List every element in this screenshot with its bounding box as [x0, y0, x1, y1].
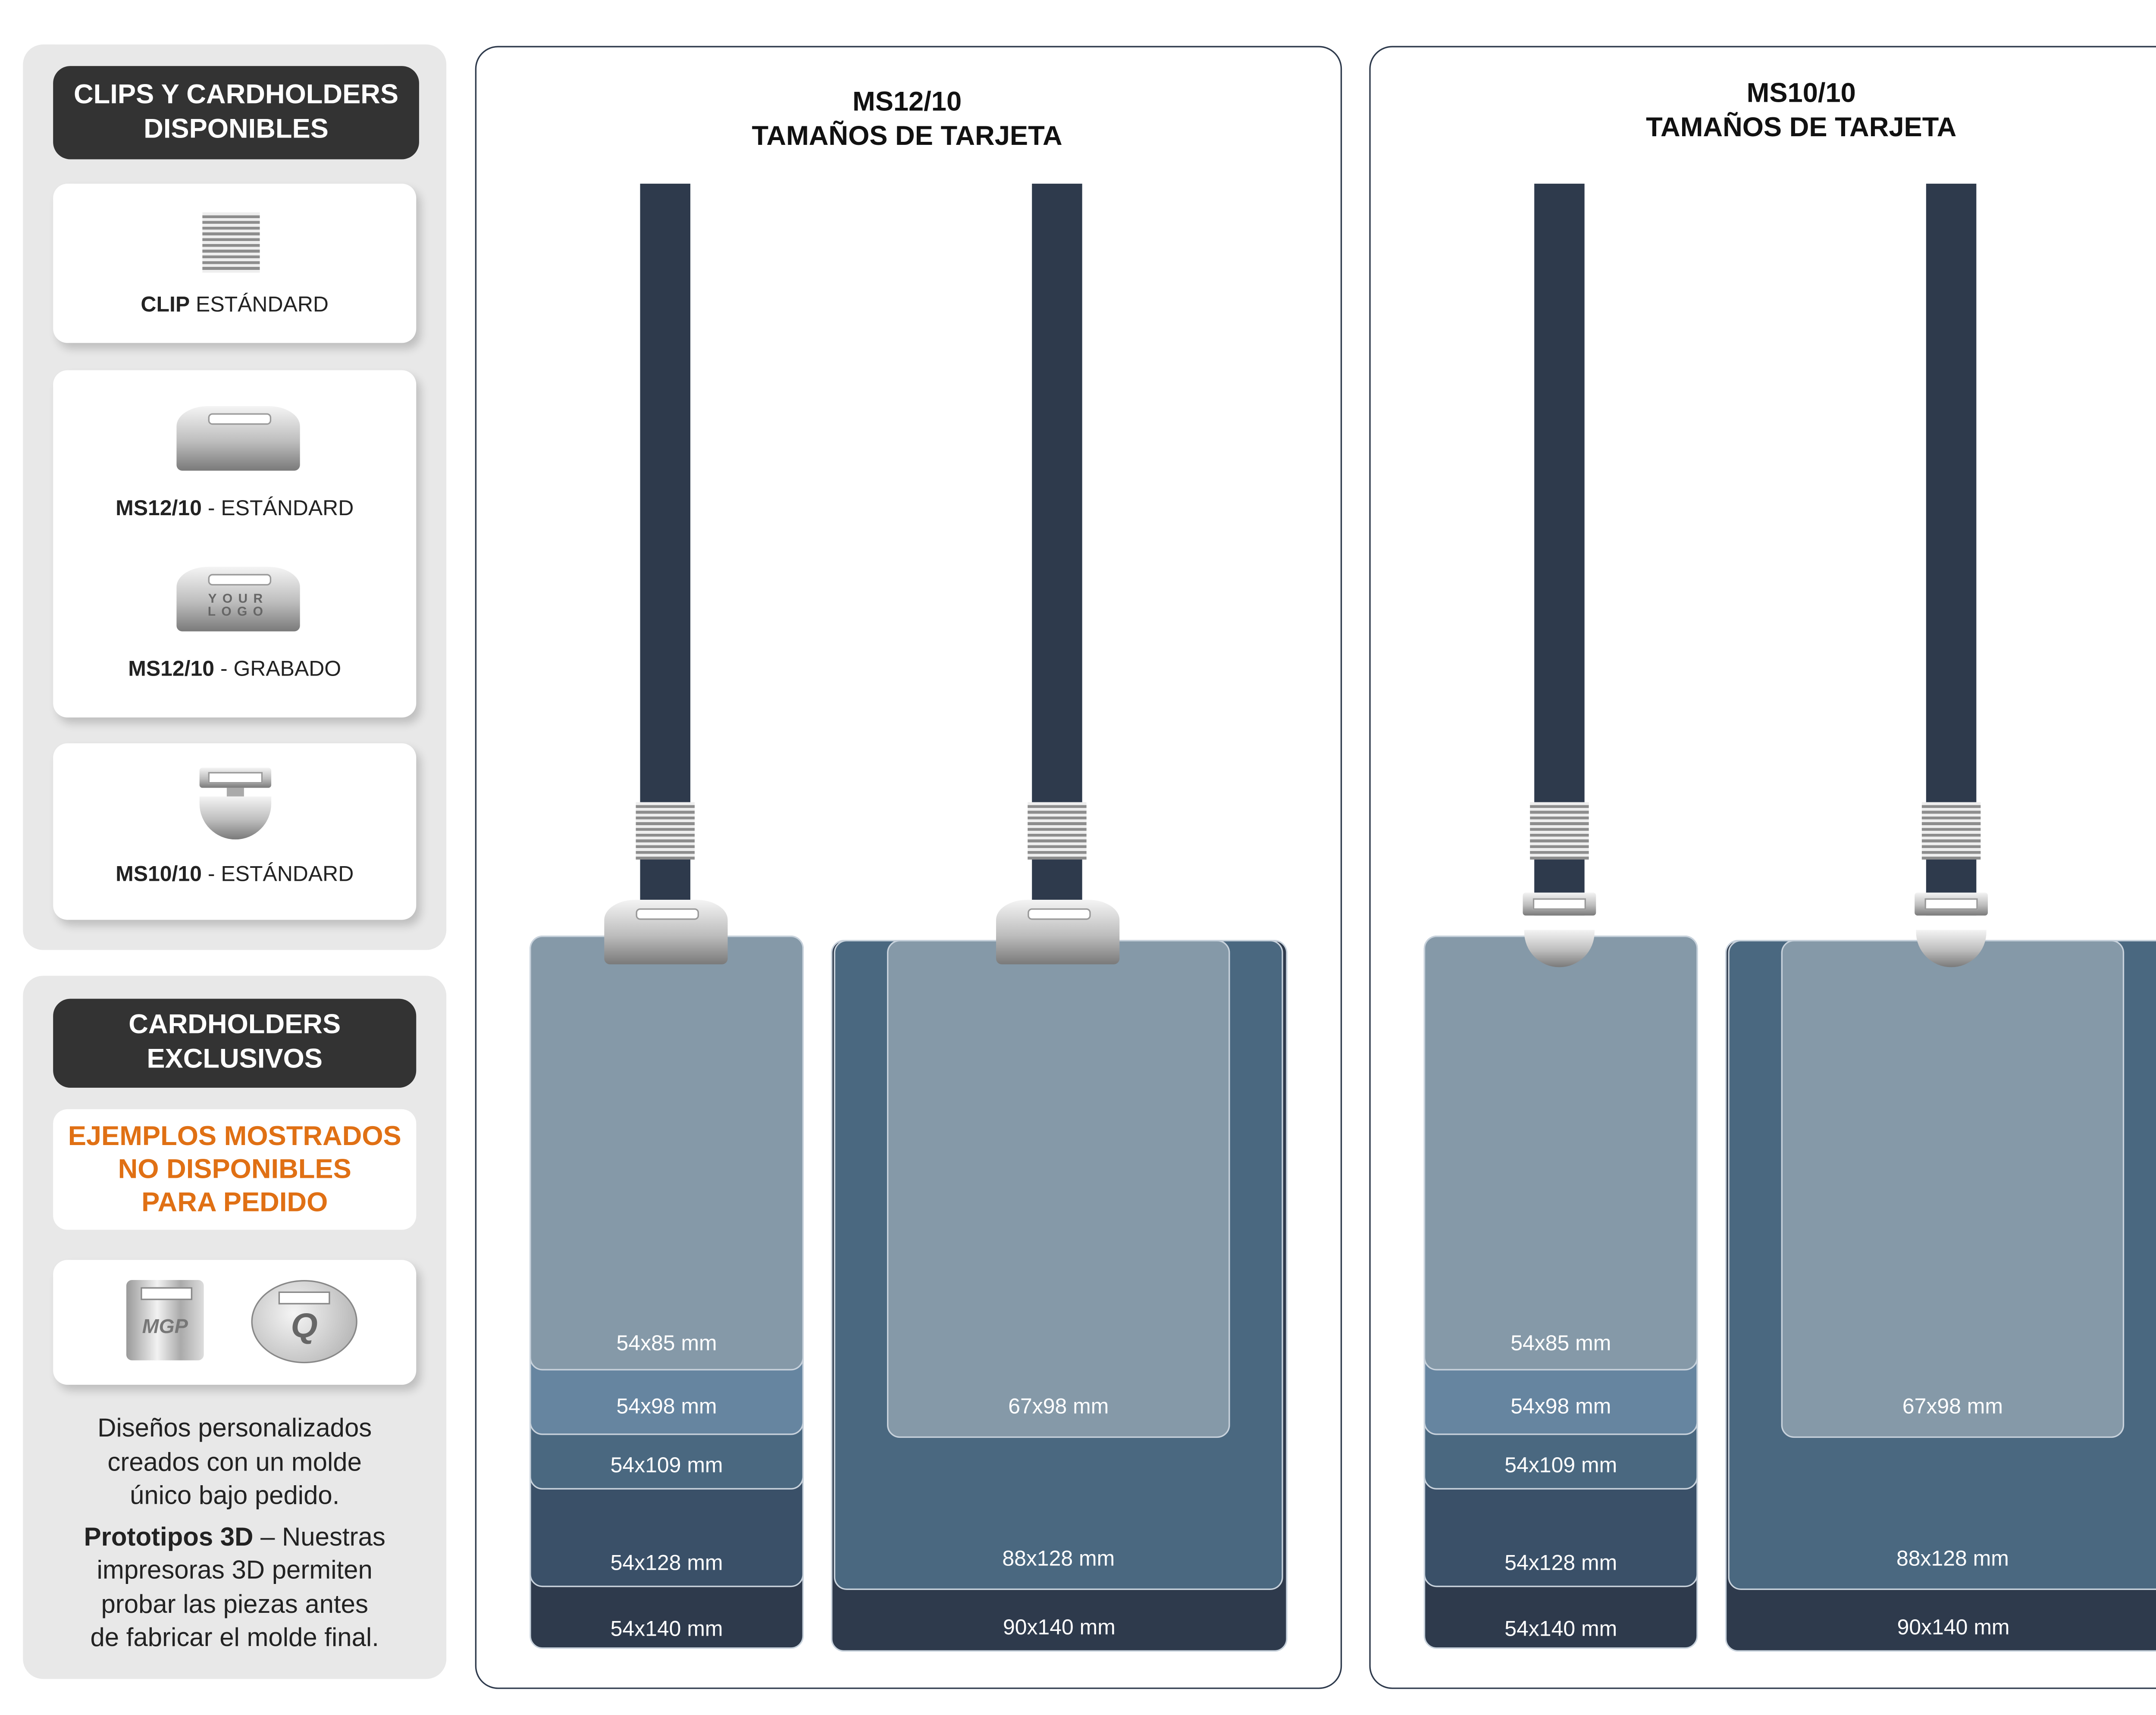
exclusive-description: Diseños personalizados creados con un mo… — [23, 1412, 446, 1655]
available-clips-header: CLIPS Y CARDHOLDERS DISPONIBLES — [53, 66, 419, 160]
ms12-clip-icon — [996, 899, 1120, 964]
engraving-text: YOUR — [208, 591, 269, 606]
clip-variant: - GRABADO — [214, 657, 342, 682]
panel-model: MS10/10 — [1746, 79, 1856, 109]
desc-line: de fabricar el molde final. — [90, 1623, 379, 1652]
header-line: EXCLUSIVOS — [147, 1045, 323, 1075]
size-label: 88x128 mm — [1002, 1547, 1115, 1571]
ms10-card: MS10/10 - ESTÁNDARD — [53, 743, 417, 920]
engraving-text: LOGO — [207, 604, 269, 619]
desc-line: Diseños personalizados — [97, 1413, 372, 1443]
q-logo-icon: Q — [251, 1280, 357, 1364]
clip-variant: - ESTÁNDARD — [201, 862, 354, 887]
desc-line: probar las piezas antes — [101, 1589, 368, 1618]
header-line: CARDHOLDERS — [128, 1010, 341, 1041]
clip-label: CLIP ESTÁNDARD — [53, 293, 416, 317]
notice-line: PARA PEDIDO — [141, 1188, 328, 1218]
clip-name: MS12/10 — [116, 496, 202, 521]
size-label: 54x128 mm — [1504, 1551, 1617, 1576]
clip-name: MS12/10 — [128, 657, 215, 682]
q-logo-text: Q — [291, 1307, 318, 1346]
panel-model: MS12/10 — [852, 88, 962, 118]
header-line: DISPONIBLES — [144, 114, 329, 144]
lanyard-strap — [1032, 184, 1082, 916]
size-label: 54x109 mm — [1504, 1453, 1617, 1478]
card-size-1: 54x85 mm — [1423, 936, 1698, 1371]
ms10-clip-icon — [1523, 892, 1596, 967]
header-line: CLIPS Y CARDHOLDERS — [73, 79, 399, 110]
lanyard-strap — [640, 184, 691, 916]
ms12-engraved-label: MS12/10 - GRABADO — [53, 657, 416, 682]
size-label: 54x140 mm — [610, 1617, 723, 1642]
size-label: 54x128 mm — [610, 1551, 723, 1576]
clip-standard-card: CLIP ESTÁNDARD — [53, 184, 417, 343]
size-label: 67x98 mm — [1902, 1395, 2003, 1419]
card-size-1: 54x85 mm — [530, 936, 804, 1371]
coil-clip-icon — [636, 802, 695, 860]
coil-clip-icon — [202, 212, 260, 273]
ms10-standard-label: MS10/10 - ESTÁNDARD — [53, 862, 416, 887]
desc-line: creados con un molde — [107, 1447, 362, 1476]
size-label: 90x140 mm — [1897, 1615, 2010, 1640]
card-size-67x98: 67x98 mm — [887, 940, 1230, 1438]
exclusive-header: CARDHOLDERS EXCLUSIVOS — [53, 998, 417, 1088]
panel-title: MS12/10 TAMAÑOS DE TARJETA — [475, 86, 1339, 155]
panel-subtitle: TAMAÑOS DE TARJETA — [752, 122, 1062, 152]
clip-name: MS10/10 — [116, 862, 202, 887]
size-label: 54x85 mm — [1510, 1331, 1611, 1356]
coil-clip-icon — [1530, 802, 1589, 860]
ms10-clip-icon — [199, 767, 272, 842]
ms12-standard-label: MS12/10 - ESTÁNDARD — [53, 497, 416, 521]
coil-clip-icon — [1921, 802, 1981, 860]
exclusive-examples-card: MGP Q — [53, 1260, 417, 1385]
mgp-logo-text: MGP — [142, 1314, 188, 1338]
clip-variant: ESTÁNDARD — [190, 293, 329, 317]
lanyard-strap — [1926, 184, 1977, 916]
clip-name: CLIP — [141, 293, 190, 317]
ms12-clip-icon — [176, 406, 300, 471]
desc-line: único bajo pedido. — [130, 1481, 340, 1510]
unavailable-notice: EJEMPLOS MOSTRADOS NO DISPONIBLES PARA P… — [53, 1109, 417, 1230]
size-label: 54x98 mm — [616, 1395, 717, 1419]
ms10-clip-icon — [1915, 892, 1988, 967]
proto-rest: – Nuestras — [253, 1521, 385, 1551]
card-size-67x98: 67x98 mm — [1781, 940, 2125, 1438]
notice-line: NO DISPONIBLES — [118, 1155, 351, 1186]
desc-line: impresoras 3D permiten — [97, 1555, 373, 1584]
panel-subtitle: TAMAÑOS DE TARJETA — [1646, 113, 1957, 144]
ms12-clip-icon — [604, 899, 728, 964]
coil-clip-icon — [1028, 802, 1087, 860]
proto-line: Prototipos 3D – Nuestras — [23, 1521, 446, 1554]
panel-title: MS10/10 TAMAÑOS DE TARJETA — [1369, 78, 2156, 147]
size-label: 54x98 mm — [1510, 1395, 1611, 1419]
size-label: 54x140 mm — [1504, 1617, 1617, 1642]
size-label: 88x128 mm — [1896, 1547, 2009, 1571]
lanyard-strap — [1534, 184, 1585, 916]
notice-line: EJEMPLOS MOSTRADOS — [68, 1122, 401, 1152]
clip-variant: - ESTÁNDARD — [201, 496, 354, 521]
mgp-logo-icon: MGP — [126, 1280, 204, 1361]
size-label: 54x85 mm — [616, 1331, 717, 1356]
size-label: 54x109 mm — [610, 1453, 723, 1478]
size-label: 90x140 mm — [1003, 1615, 1116, 1640]
size-label: 67x98 mm — [1008, 1395, 1109, 1419]
proto-bold: Prototipos 3D — [84, 1521, 254, 1551]
